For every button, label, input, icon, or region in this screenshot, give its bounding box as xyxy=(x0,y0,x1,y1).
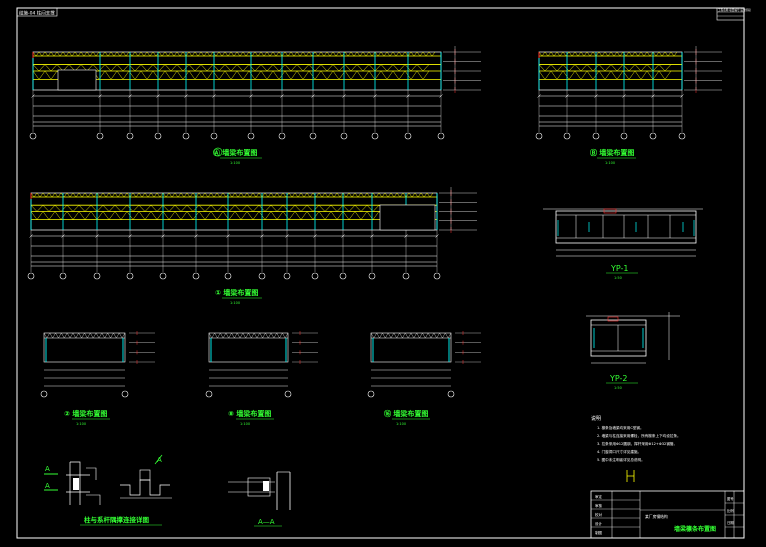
top-left-tag: 结施-04 柱间支撑 xyxy=(19,10,55,17)
yp2-detail: YP-2 1:50 xyxy=(586,312,680,390)
svg-text:设计: 设计 xyxy=(595,521,603,526)
svg-text:审定: 审定 xyxy=(595,494,603,499)
svg-text:1:50: 1:50 xyxy=(614,276,622,280)
drawing-frame xyxy=(16,7,745,539)
notes-title: 说明 xyxy=(591,415,601,422)
svg-text:1:100: 1:100 xyxy=(396,422,406,426)
svg-text:校对: 校对 xyxy=(595,512,603,517)
svg-text:1:100: 1:100 xyxy=(230,161,240,165)
connection-detail: A A A 柱与系杆隅撑连接详图 xyxy=(44,454,172,526)
yp1-detail: YP-1 1:50 xyxy=(543,208,703,280)
section-aa: A—A xyxy=(228,471,291,527)
view-label-small-16: ⑯ 墙梁布置图 1:100 xyxy=(384,409,430,426)
top-right-tag: 工程名称 项目编号 设计阶段 xyxy=(718,8,751,12)
elevation-b xyxy=(535,46,722,140)
svg-text:比例: 比例 xyxy=(727,508,734,513)
connection-detail-title: 柱与系杆隅撑连接详图 xyxy=(84,515,150,524)
svg-text:① 墙梁布置图: ① 墙梁布置图 xyxy=(215,288,258,297)
svg-text:日期: 日期 xyxy=(727,520,734,525)
svg-text:A: A xyxy=(45,482,50,490)
note-2: 2. 墙梁与柱连接采用螺栓，所有檩条上下均设拉条。 xyxy=(597,433,681,438)
svg-text:Ⓐ 墙梁布置图: Ⓐ 墙梁布置图 xyxy=(213,148,257,157)
view-label-1: ① 墙梁布置图 1:100 xyxy=(215,288,262,305)
svg-text:1:50: 1:50 xyxy=(614,386,622,390)
elevation-1 xyxy=(27,187,477,280)
svg-text:1:100: 1:100 xyxy=(76,422,86,426)
svg-text:制图: 制图 xyxy=(595,530,603,535)
view-label-b: Ⓑ 墙梁布置图 1:100 xyxy=(590,148,636,165)
note-3: 3. 拉条采用Φ12圆钢，撑杆采用Φ12+Φ32钢管。 xyxy=(597,441,677,446)
svg-text:Ⓑ 墙梁布置图: Ⓑ 墙梁布置图 xyxy=(590,148,634,157)
note-1: 1. 檩条及墙梁均采用C型钢。 xyxy=(597,425,644,430)
small-elevation-16 xyxy=(367,331,481,398)
elevation-a xyxy=(29,46,481,140)
svg-text:1:100: 1:100 xyxy=(605,161,615,165)
yp1-title: YP-1 xyxy=(610,264,629,273)
svg-text:⑧ 墙梁布置图: ⑧ 墙梁布置图 xyxy=(228,409,271,418)
section-aa-title: A—A xyxy=(258,518,275,526)
svg-text:A: A xyxy=(157,456,162,464)
view-label-small-2: ② 墙梁布置图 1:100 xyxy=(64,409,110,426)
svg-text:⑯ 墙梁布置图: ⑯ 墙梁布置图 xyxy=(384,409,428,418)
svg-text:审核: 审核 xyxy=(595,503,603,508)
svg-text:② 墙梁布置图: ② 墙梁布置图 xyxy=(64,409,107,418)
note-4: 4. 门窗洞口尺寸详见建施。 xyxy=(597,449,641,454)
title-block-project: 某厂房钢结构 xyxy=(645,514,668,519)
general-notes: 说明 1. 檩条及墙梁均采用C型钢。 2. 墙梁与柱连接采用螺栓，所有檩条上下均… xyxy=(591,415,681,482)
svg-text:1:100: 1:100 xyxy=(240,422,250,426)
svg-text:1:100: 1:100 xyxy=(230,301,240,305)
title-block-drawing-name: 墙梁檩条布置图 xyxy=(674,525,716,533)
small-elevation-8 xyxy=(205,331,318,398)
small-elevation-2 xyxy=(40,331,155,398)
view-label-small-8: ⑧ 墙梁布置图 1:100 xyxy=(228,409,274,426)
svg-text:A: A xyxy=(45,465,50,473)
yp2-title: YP-2 xyxy=(609,374,628,383)
note-5: 5. 图中未注明者详见总说明。 xyxy=(597,457,645,462)
title-block: 审定 审核 校对 设计 制图 某厂房钢结构 墙梁檩条布置图 图号 比例 日期 xyxy=(590,490,745,539)
svg-text:图号: 图号 xyxy=(727,496,734,501)
view-label-a: Ⓐ 墙梁布置图 1:100 xyxy=(213,147,262,165)
